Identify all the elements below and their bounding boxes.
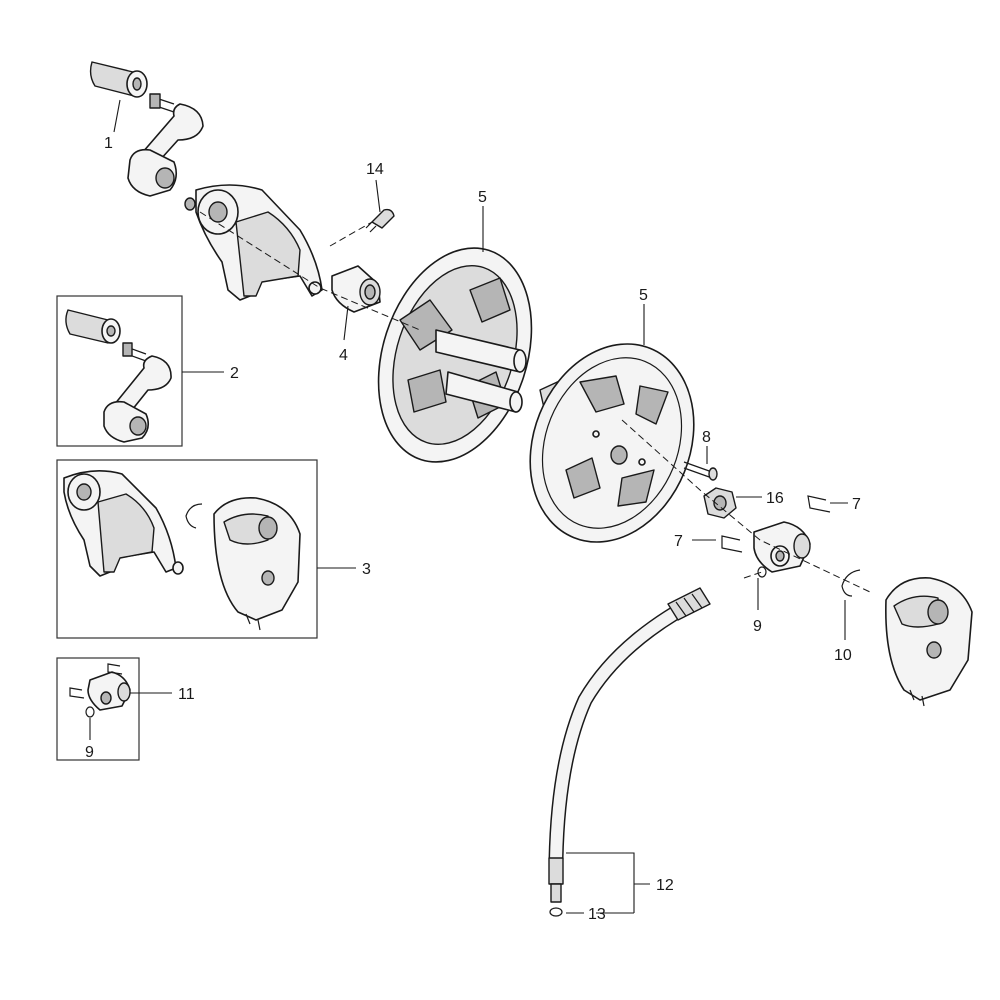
- inset-box-swivel-kit: [56, 657, 140, 761]
- crank-handle-part-1: [89, 61, 204, 197]
- clip-part-7-left: [721, 535, 743, 553]
- swivel-kit-part-11: [69, 663, 131, 718]
- hose-part-12: [548, 587, 711, 917]
- retaining-clip-part-10: [841, 569, 861, 597]
- inset-box-crank-kit: [56, 295, 183, 447]
- label-part-1: 1: [104, 135, 113, 152]
- label-part-9-inset: 9: [85, 744, 94, 761]
- label-part-11: 11: [178, 686, 195, 703]
- nut-part-16: [703, 487, 737, 519]
- drum-half-part-5-right: [529, 343, 695, 543]
- label-part-4: 4: [339, 347, 348, 364]
- screw-part-8: [683, 461, 718, 481]
- label-part-10: 10: [834, 647, 852, 664]
- swivel-fitting: [753, 521, 811, 573]
- o-ring-part-13: [549, 907, 563, 917]
- label-part-5-left: 5: [478, 189, 487, 206]
- crank-kit-part-2: [65, 309, 172, 443]
- label-part-7-left: 7: [674, 533, 683, 550]
- label-part-8: 8: [702, 429, 711, 446]
- label-part-7-right: 7: [852, 496, 861, 513]
- leader-12: [566, 852, 650, 914]
- label-part-16: 16: [766, 490, 784, 507]
- label-part-2: 2: [230, 365, 239, 382]
- screw-part-14: [365, 208, 395, 233]
- axis-line-screw-14: [329, 221, 373, 247]
- right-cover: [885, 577, 973, 707]
- drum-half-part-5-left: [377, 247, 533, 463]
- label-part-13: 13: [588, 906, 606, 923]
- clip-part-7-right: [807, 495, 831, 513]
- o-ring-part-9: [757, 566, 767, 578]
- label-part-14: 14: [366, 161, 384, 178]
- axis-line-right: [621, 419, 871, 593]
- inset-box-bracket-kit: [56, 459, 318, 639]
- label-part-9: 9: [753, 618, 762, 635]
- label-part-3: 3: [362, 561, 371, 578]
- leader-14: [375, 179, 381, 213]
- left-bracket: [184, 184, 323, 301]
- leader-4: [343, 305, 349, 341]
- axis-line-small: [743, 571, 763, 579]
- axis-line-top: [199, 211, 421, 331]
- label-part-5-right: 5: [639, 287, 648, 304]
- leader-1: [113, 99, 121, 133]
- bracket-kit-part-3: [63, 470, 301, 631]
- bushing-part-4: [331, 265, 381, 313]
- label-part-12: 12: [656, 877, 674, 894]
